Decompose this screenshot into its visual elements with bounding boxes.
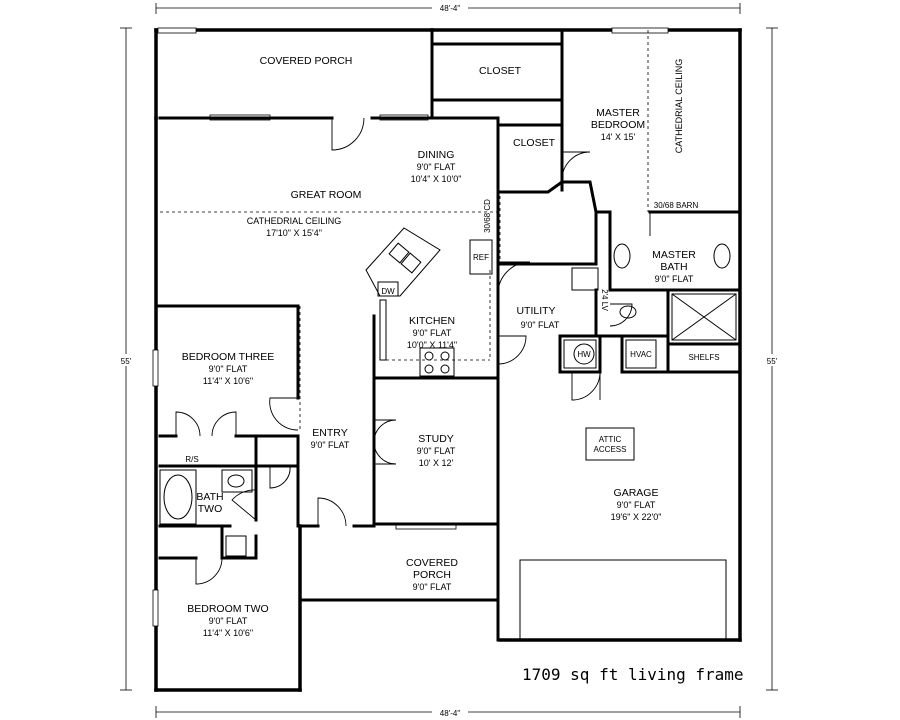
dining-ceiling: 9'0" FLAT xyxy=(417,162,456,172)
great-room-label: GREAT ROOM xyxy=(291,189,362,201)
kitchen-size: 10'0" X 11'4" xyxy=(407,340,457,350)
bath-two-label-1: BATH xyxy=(196,491,223,503)
bedroom-three-size: 11'4" X 10'6" xyxy=(203,376,253,386)
fixtures xyxy=(159,227,737,641)
dashed-lines xyxy=(160,30,649,430)
master-bath-ceiling: 9'0" FLAT xyxy=(655,274,694,284)
dw-label: DW xyxy=(381,287,395,296)
utility-label: UTILITY xyxy=(516,305,555,317)
bath-two-label-2: TWO xyxy=(198,503,223,515)
shelfs-label: SHELFS xyxy=(688,353,719,362)
master-bath-label-2: BATH xyxy=(660,261,687,273)
master-bedroom-label-1: MASTER xyxy=(596,107,640,119)
doors xyxy=(175,117,651,585)
depth-left-label: 55' xyxy=(121,357,132,366)
hw-label: HW xyxy=(577,350,591,359)
entry-ceiling: 9'0" FLAT xyxy=(311,440,350,450)
room-labels: COVERED PORCH CLOSET CLOSET MASTER BEDRO… xyxy=(182,55,697,638)
ref-label: REF xyxy=(473,253,489,262)
cd-door-label: 30/68 CD xyxy=(483,199,492,233)
great-room-size: 17'10" X 15'4" xyxy=(266,228,322,238)
fixture-labels: REF DW HW HVAC SHELFS ATTIC ACCESS R/S 3… xyxy=(185,199,719,464)
master-bath-label-1: MASTER xyxy=(652,249,696,261)
bedroom-two-size: 11'4" X 10'6" xyxy=(203,628,253,638)
interior-walls xyxy=(154,28,742,642)
study-label: STUDY xyxy=(418,433,454,445)
bedroom-three-label: BEDROOM THREE xyxy=(182,351,275,363)
kitchen-label: KITCHEN xyxy=(409,315,455,327)
dining-label: DINING xyxy=(418,149,455,161)
attic-label-2: ACCESS xyxy=(594,445,627,454)
master-bedroom-label-2: BEDROOM xyxy=(591,119,645,131)
study-size: 10' X 12' xyxy=(419,458,454,468)
square-footage-footer: 1709 sq ft living frame xyxy=(522,665,744,684)
great-room-ceiling: CATHEDRIAL CEILING xyxy=(247,216,342,226)
covered-porch-front-ceiling: 9'0" FLAT xyxy=(413,582,452,592)
kitchen-ceiling: 9'0" FLAT xyxy=(413,328,452,338)
master-bedroom-size: 14' X 15' xyxy=(601,132,636,142)
utility-ceiling: 9'0" FLAT xyxy=(521,320,560,330)
study-ceiling: 9'0" FLAT xyxy=(417,446,456,456)
bedroom-two-label: BEDROOM TWO xyxy=(187,603,268,615)
width-top-label: 48'-4" xyxy=(440,4,461,13)
entry-label: ENTRY xyxy=(312,427,347,439)
bedroom-three-ceiling: 9'0" FLAT xyxy=(209,364,248,374)
util-door-label: 2'4 LV xyxy=(600,289,609,312)
master-cathedral-ceiling: CATHEDRIAL CEILING xyxy=(674,59,684,154)
rs-label: R/S xyxy=(185,455,198,464)
garage-ceiling: 9'0" FLAT xyxy=(617,500,656,510)
width-bottom-label: 48'-4" xyxy=(440,709,461,718)
covered-porch-front-label-2: PORCH xyxy=(413,569,451,581)
closet-2-label: CLOSET xyxy=(513,137,556,149)
dining-size: 10'4" X 10'0" xyxy=(411,174,462,184)
hvac-label: HVAC xyxy=(630,350,652,359)
depth-right-label: 55' xyxy=(767,357,778,366)
barn-door-label: 30/68 BARN xyxy=(654,201,699,210)
bedroom-two-ceiling: 9'0" FLAT xyxy=(209,616,248,626)
covered-porch-rear-label: COVERED PORCH xyxy=(260,55,353,67)
garage-label: GARAGE xyxy=(614,487,659,499)
attic-label-1: ATTIC xyxy=(599,435,622,444)
garage-size: 19'6" X 22'0" xyxy=(611,512,662,522)
covered-porch-front-label-1: COVERED xyxy=(406,557,458,569)
closet-1-label: CLOSET xyxy=(479,65,522,77)
